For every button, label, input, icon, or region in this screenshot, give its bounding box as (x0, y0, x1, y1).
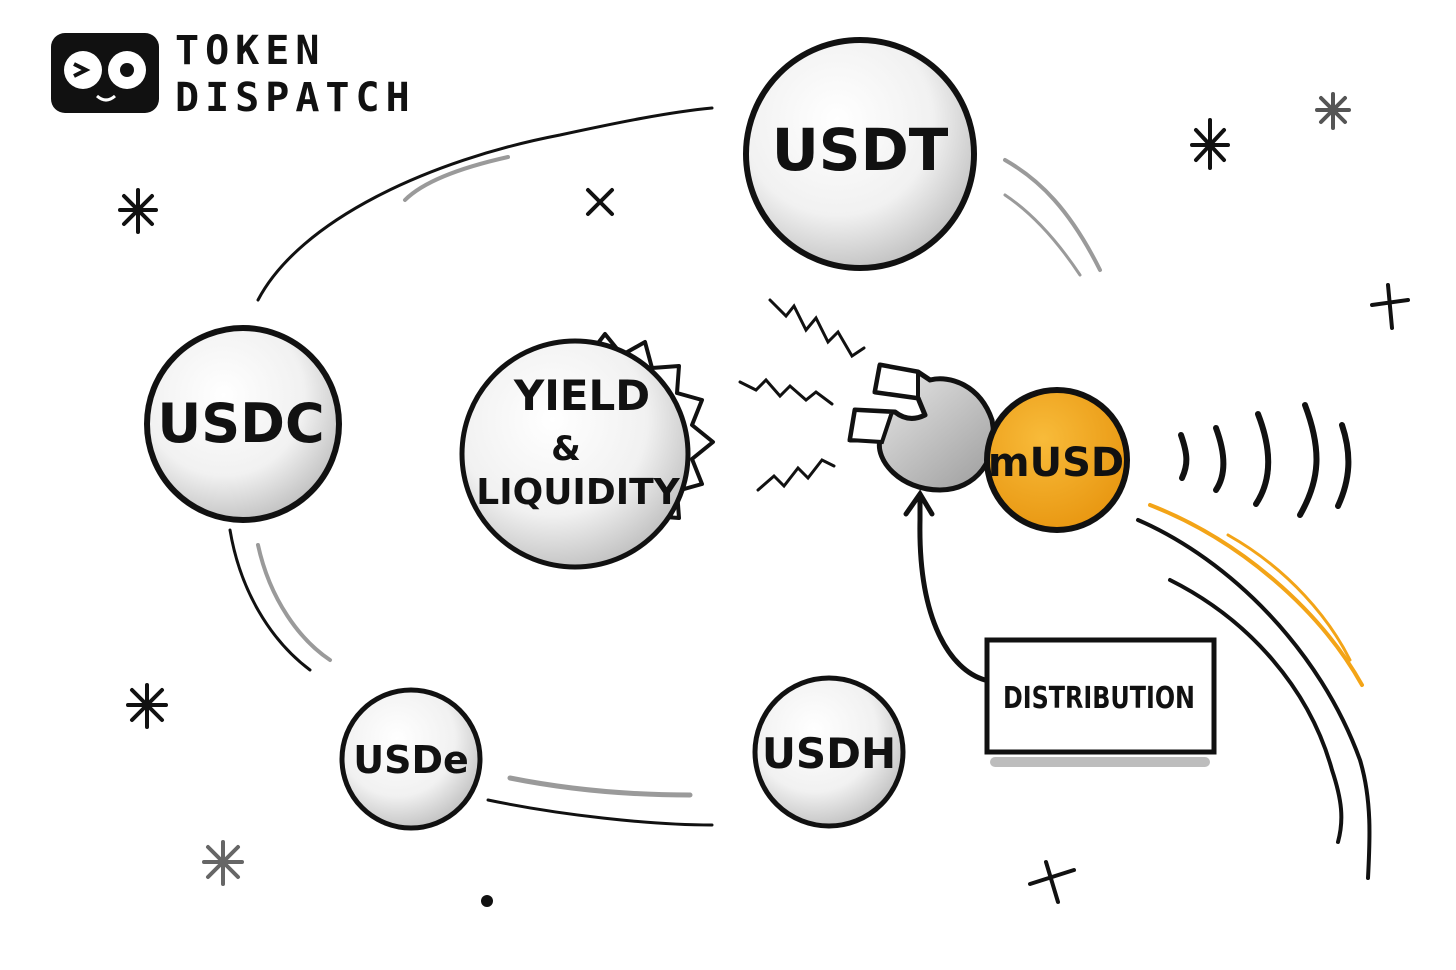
sparkle-star-icon (202, 840, 244, 886)
sparkles (118, 92, 1410, 907)
magnet-attraction-lines (738, 298, 866, 492)
brand-name-line2: DISPATCH (175, 75, 416, 121)
planet-usdh-label: USDH (762, 729, 896, 778)
planet-usdt: USDT (743, 37, 977, 271)
sparkle-star-icon (1190, 118, 1230, 170)
musd-coin: mUSD (984, 387, 1130, 533)
center-label-line2: & (551, 429, 581, 469)
yield-liquidity-sun: YIELD & LIQUIDITY (459, 332, 715, 570)
distribution-label: DISTRIBUTION (1003, 681, 1195, 716)
sparkle-star-icon (126, 683, 168, 729)
planet-usdt-label: USDT (772, 116, 949, 184)
orbit-path (228, 106, 1102, 827)
planet-usdc: USDC (144, 325, 342, 523)
motion-lines (1178, 402, 1352, 518)
center-label-line1: YIELD (513, 371, 650, 420)
sparkle-cross-icon (1028, 860, 1076, 904)
planet-usde-label: USDe (353, 738, 469, 782)
distribution-box: DISTRIBUTION (984, 637, 1217, 767)
sparkle-star-icon (1315, 92, 1351, 130)
magnet-icon (847, 362, 996, 493)
musd-trail (1136, 503, 1372, 880)
musd-label: mUSD (988, 440, 1124, 486)
sparkle-star-icon (118, 188, 158, 234)
sparkle-cross-icon (586, 188, 614, 216)
sparkle-dot-icon (481, 895, 493, 907)
planet-usdh: USDH (752, 675, 906, 829)
sparkle-cross-icon (1370, 283, 1410, 330)
distribution-arrow (903, 489, 988, 683)
planet-usde: USDe (339, 687, 483, 831)
sun-core (459, 338, 691, 570)
brand-logo: TOKEN DISPATCH (51, 28, 416, 121)
center-label-line3: LIQUIDITY (476, 472, 680, 513)
planet-usdc-label: USDC (157, 392, 324, 455)
brand-name-line1: TOKEN (175, 28, 325, 74)
